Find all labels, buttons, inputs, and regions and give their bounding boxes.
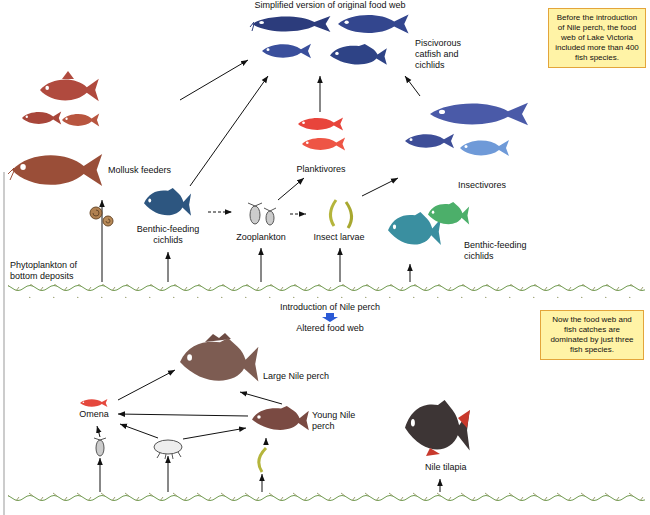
- fish-figure: [302, 138, 345, 151]
- cichlid-figure: [330, 44, 387, 65]
- producer-band: Phytoplankton of bottom deposits: [8, 282, 645, 300]
- organism-group: Large Nile perch: [175, 333, 345, 392]
- organism-group: Zooplankton: [232, 200, 290, 248]
- feeding-arrow: [168, 252, 169, 282]
- feeding-arrow: [440, 479, 441, 492]
- fish-figure: [298, 118, 343, 131]
- perch-figure: [180, 338, 258, 381]
- group-label: Piscivorous catfish and cichlids: [415, 38, 485, 71]
- cichlid-figure: [428, 202, 469, 225]
- omena-figure: [80, 399, 107, 407]
- snail-figure: [103, 216, 113, 226]
- fish-figure: [460, 140, 509, 156]
- feeding-arrow: [100, 458, 101, 492]
- feeding-arrow: [180, 60, 248, 100]
- group-label: Omena: [70, 409, 118, 420]
- section-heading: Simplified version of original food web: [200, 0, 460, 10]
- phytoplankton-band: [8, 492, 645, 506]
- callout-box: Now the food web and fish catches are do…: [540, 310, 644, 360]
- feeding-arrow: [118, 370, 175, 400]
- group-label: Zooplankton: [232, 232, 290, 243]
- organism-group: Insect larvae: [306, 196, 372, 248]
- callout-text: Now the food web and fish catches are do…: [545, 315, 639, 355]
- group-label: Nile tilapia: [425, 462, 500, 473]
- organism-group: Planktivores: [288, 112, 354, 178]
- feeding-arrow: [320, 76, 321, 112]
- catfish-figure: [252, 16, 330, 32]
- fin-figure: [62, 71, 74, 79]
- larva-figure: [346, 202, 352, 228]
- invertebrate-legs: [157, 452, 181, 459]
- slide-frame: [4, 172, 5, 515]
- zooplankton-figure: [96, 440, 104, 456]
- catfish-whiskers: [8, 168, 14, 180]
- catfish-whiskers: [250, 22, 254, 31]
- feeding-arrow: [208, 212, 232, 213]
- organism-group: Benthic-feeding cichlids: [382, 200, 540, 264]
- group-label: Insectivores: [458, 180, 542, 191]
- cichlid-figure: [144, 188, 191, 216]
- group-label: Young Nile perch: [312, 410, 366, 432]
- organism-group: Mollusk feeders: [8, 72, 180, 200]
- organism-group: Piscivorous catfish and cichlids: [248, 10, 485, 76]
- group-label: Phytoplankton of bottom deposits: [10, 260, 100, 282]
- phytoplankton-band: [8, 284, 645, 298]
- group-label: Benthic-feeding cichlids: [464, 240, 540, 262]
- feeding-arrow: [278, 178, 304, 200]
- snail-figure: [90, 207, 102, 219]
- feeding-arrow: [183, 428, 246, 439]
- organism-group: Insectivores: [398, 96, 545, 198]
- section-heading: Altered food web: [200, 323, 460, 333]
- feeding-arrow: [190, 76, 268, 186]
- feeding-arrow: [120, 424, 158, 438]
- antenna-lines: [248, 203, 276, 211]
- organism-group: Omena: [70, 396, 118, 424]
- feeding-arrow: [405, 76, 420, 96]
- cichlid-figure: [262, 44, 311, 58]
- catfish-figure: [338, 14, 409, 33]
- catfish-figure: [12, 154, 102, 186]
- fish-figure: [405, 134, 454, 148]
- feeding-arrow: [97, 426, 100, 437]
- feeding-arrow: [262, 474, 263, 492]
- invertebrate-figure: [154, 440, 182, 454]
- tilapia-figure: [405, 400, 470, 450]
- group-label: Insect larvae: [306, 232, 372, 243]
- larva-figure: [259, 448, 266, 472]
- group-label: Mollusk feeders: [108, 165, 178, 176]
- zooplankton-figure: [250, 206, 260, 224]
- group-label: Planktivores: [288, 164, 354, 175]
- organism-group: Benthic-feeding cichlids: [128, 186, 208, 252]
- callout-box: Before the introduction of Nile perch, t…: [548, 8, 646, 68]
- fish-figure: [430, 103, 528, 125]
- feeding-arrow: [410, 264, 411, 282]
- fish-figure: [22, 112, 61, 125]
- group-label: Benthic-feeding cichlids: [128, 224, 208, 246]
- snail-spiral: [93, 210, 110, 223]
- antenna-lines: [94, 438, 106, 440]
- fish-figure: [62, 114, 99, 127]
- callout-text: Before the introduction of Nile perch, t…: [553, 13, 641, 63]
- feeding-arrow: [340, 248, 341, 282]
- perch-figure: [252, 406, 309, 430]
- feeding-arrow: [266, 438, 267, 445]
- feeding-arrow: [118, 414, 248, 416]
- transition-arrow: [322, 313, 338, 322]
- fish-figure: [40, 79, 99, 101]
- group-label: Large Nile perch: [263, 371, 345, 382]
- section-heading: Introduction of Nile perch: [200, 302, 460, 312]
- zooplankton-figure: [266, 211, 274, 225]
- fin-figure: [426, 410, 470, 456]
- feeding-arrow: [240, 392, 282, 404]
- larva-figure: [330, 200, 336, 226]
- feeding-arrow: [290, 214, 306, 215]
- organism-group: Nile tilapia: [395, 398, 500, 476]
- feeding-arrow: [362, 178, 398, 196]
- feeding-arrow: [261, 248, 262, 282]
- organism-group: Young Nile perch: [248, 404, 368, 436]
- feeding-arrow: [168, 456, 169, 492]
